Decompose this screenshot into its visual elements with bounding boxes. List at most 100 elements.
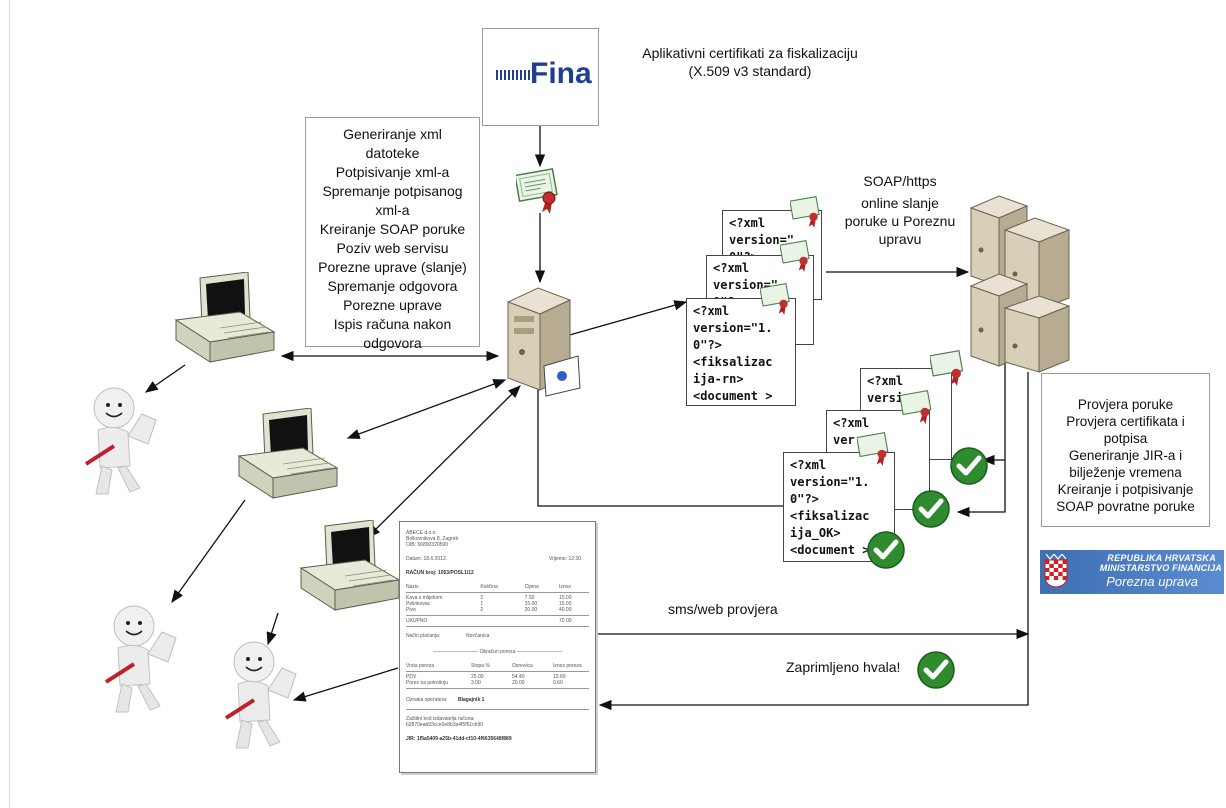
- check-icon: [912, 490, 950, 528]
- client-steps-box: Generiranje xml datoteke Potpisivanje xm…: [305, 117, 480, 351]
- xml-line: ija-rn>: [693, 372, 744, 386]
- receipt-zki-label: Zaštitni kod izdavatelja računa:: [406, 716, 475, 722]
- cert-title-line: Aplikativni certifikati za fiskalizaciju: [642, 45, 858, 61]
- fina-logo-text: Fina: [530, 57, 592, 90]
- receipt-divider: [406, 671, 589, 672]
- xml-line: versi: [867, 391, 904, 405]
- client-step: Spremanje potpisanog: [322, 183, 463, 199]
- client-step: Potpisivanje xml-a: [335, 164, 450, 180]
- xml-line: <fiksalizac: [790, 509, 870, 523]
- arrow-server-to-request: [565, 300, 688, 337]
- xml-line: <?xml: [867, 374, 904, 388]
- check-icon: [867, 531, 905, 569]
- porezna-logo-line: MINISTARSTVO FINANCIJA: [1099, 563, 1222, 573]
- arrow-receipt-person3: [292, 667, 399, 702]
- xml-request-doc-front: <?xml version="1. 0"?> <fiksalizac ija-r…: [686, 298, 796, 406]
- xml-line: 0"?>: [790, 492, 819, 506]
- arrow-response-to-server: [532, 368, 786, 507]
- receipt-tax-row: Porez na potrošnju 3.00 20.00 0.60: [406, 680, 589, 686]
- certificate-icon: [780, 240, 810, 272]
- soap-label: SOAP/https online slanje poruke u Porezn…: [835, 172, 965, 248]
- certificate-icon: [930, 350, 964, 386]
- arrow-pos3-server: [367, 385, 521, 538]
- receipt-total-row: UKUPNO 70.00: [406, 618, 589, 624]
- croatian-coat-of-arms-icon: [1044, 554, 1068, 588]
- receipt-jir: JIR: 1f5a5409-a25b-41dd-cf10-4f6635648f8…: [406, 736, 512, 742]
- receipt-cell: 1: [480, 601, 484, 607]
- receipt-date: Datum: 18.6.2012.: [406, 556, 448, 562]
- server-step: Kreiranje i potpisivanje: [1057, 482, 1194, 497]
- client-step: Porezne uprave (slanje): [318, 259, 467, 275]
- certificate-icon: [857, 432, 889, 466]
- xml-response-doc-front: <?xml version="1. 0"?> <fiksalizac ija_O…: [783, 452, 895, 562]
- xml-line: version="1.: [790, 475, 870, 489]
- receipt-header-cell: Naziv: [406, 584, 419, 590]
- arrow-taxserver-response2: [956, 460, 1006, 518]
- receipt-cell: 20.00: [524, 607, 538, 613]
- soap-label-line: SOAP/https: [863, 173, 937, 189]
- certificate-icon: [790, 196, 820, 228]
- receipt-cell: Kava s mlijekom: [406, 595, 443, 601]
- check-icon: [950, 447, 988, 485]
- xml-line: <document >: [790, 543, 870, 557]
- receipt-cell: 2: [480, 595, 484, 601]
- xml-line: <fiksalizac: [693, 355, 773, 369]
- cert-title: Aplikativni certifikati za fiskalizaciju…: [630, 44, 870, 80]
- xml-line: <document >: [693, 389, 773, 403]
- receipt-cell: 15.00: [524, 601, 538, 607]
- receipt-payment-label: Način plaćanja:: [406, 633, 441, 639]
- xml-line: <?xml: [693, 304, 730, 318]
- check-icon: [917, 651, 955, 689]
- arrow-pos1-person1: [144, 364, 186, 393]
- receipt-time: Vrijeme: 12:30: [548, 556, 581, 562]
- receipt-divider: [406, 709, 589, 710]
- soap-label-line: online slanje: [861, 195, 939, 211]
- tax-authority-servers-icon: [969, 195, 1071, 373]
- soap-label-line: upravu: [878, 231, 922, 247]
- receipt-cell: 54.40: [512, 674, 525, 680]
- receipt-header-cell: Cijena: [524, 584, 539, 590]
- receipt-cell: 13.60: [553, 674, 566, 680]
- porezna-logo-line: Porezna uprava: [1106, 574, 1198, 589]
- receipt-company-line: OIB: 56890320590: [406, 542, 448, 548]
- receipt-divider: [406, 592, 589, 593]
- receipt-item-row: Kava s mlijekom 2 7.50 15.00: [406, 595, 589, 601]
- receipt-invoice-number: RAČUN broj: 1053/POSL1/12: [406, 570, 474, 576]
- receipt-divider: [406, 626, 589, 627]
- xml-line: <?xml: [729, 216, 766, 230]
- receipt-cell: 25.00: [471, 674, 484, 680]
- cert-title-line: (X.509 v3 standard): [688, 63, 812, 79]
- server-step: SOAP povratne poruke: [1056, 499, 1195, 514]
- receipt-header-cell: Količina: [480, 584, 498, 590]
- receipt-cell: 15.00: [558, 595, 572, 601]
- certificate-icon: [760, 283, 790, 315]
- client-step: Ispis računa nakon: [333, 316, 452, 332]
- receipt-tax-row: PDV 25.00 54.40 13.60: [406, 674, 589, 680]
- fiscal-receipt: ABECE d.o.o. Bolkovnikova 8, Zagreb OIB:…: [399, 521, 596, 773]
- customer-figure-icon: [224, 641, 297, 749]
- soap-label-line: poruke u Poreznu: [844, 213, 956, 229]
- receipt-cell: Pivo: [406, 607, 416, 613]
- customer-figure-icon: [84, 387, 157, 495]
- server-step: Provjera poruke: [1077, 397, 1174, 412]
- receipt-cell: 3.00: [471, 680, 481, 686]
- page-left-rule: [9, 0, 10, 808]
- receipt-tax-header-cell: Osnovica: [512, 663, 533, 669]
- pos-terminal-icon: [299, 520, 401, 611]
- receipt-cell: 20.00: [512, 680, 525, 686]
- client-step: Porezne uprave: [343, 297, 442, 313]
- xml-line: ver: [833, 433, 855, 447]
- server-step: Generiranje JIR-a i: [1068, 448, 1183, 463]
- server-steps-box: Provjera poruke Provjera certifikata i p…: [1041, 373, 1210, 527]
- xml-line: <?xml: [833, 416, 870, 430]
- pos-terminal-icon: [237, 408, 339, 499]
- central-server-icon: [506, 287, 581, 397]
- fina-logo-box: Fina: [482, 28, 599, 126]
- receipt-payment-value: Novčanica: [466, 633, 490, 639]
- xml-line: version="1.: [693, 321, 773, 335]
- client-step: Generiranje xml: [343, 126, 442, 142]
- fina-logo-stripes: [496, 70, 530, 80]
- receipt-company-line: ABECE d.o.o.: [406, 530, 437, 536]
- arrow-pos2-person2: [171, 499, 246, 604]
